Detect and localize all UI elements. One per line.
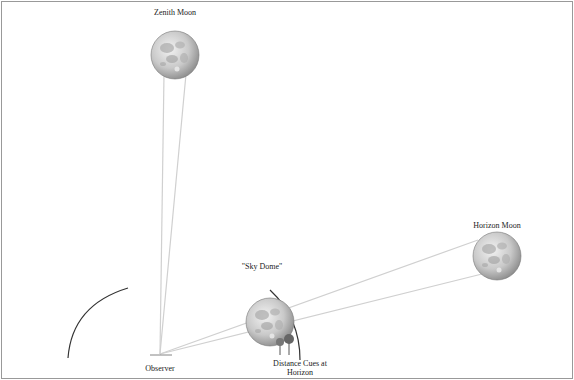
horizon-moon [473, 232, 521, 280]
sight-lines [160, 74, 482, 354]
zenith-moon [151, 31, 199, 79]
tree-symbols [276, 334, 294, 355]
moon-label: Zenith Moon [154, 8, 196, 17]
sky-dome-arc [68, 288, 300, 360]
region-label: "Sky Dome" [242, 262, 283, 271]
observer-label: Observer [145, 364, 174, 373]
cue-label: Distance Cues at Horizon [269, 359, 331, 377]
moon-label: Horizon Moon [473, 221, 520, 230]
ground-mark [150, 355, 172, 356]
perceived-moon [246, 298, 294, 346]
